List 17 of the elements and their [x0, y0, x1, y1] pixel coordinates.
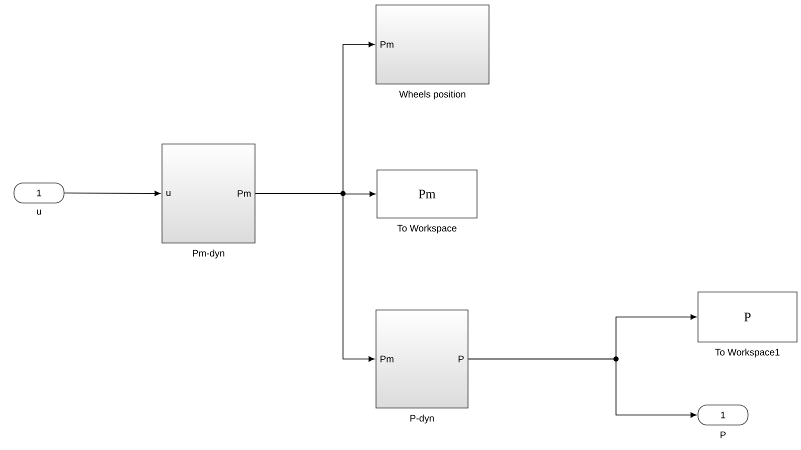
- workspace-block: P To Workspace1: [698, 292, 798, 358]
- node-label: Pm-dyn: [192, 250, 224, 258]
- signal-arrow: [64, 190, 161, 196]
- signal-arrow: [468, 358, 697, 418]
- signal-arrow: [255, 193, 375, 362]
- workspace-block: Pm To Workspace: [376, 170, 478, 234]
- node-label: Wheels position: [399, 90, 466, 100]
- subsystem-block: Pm Wheels position: [376, 4, 490, 100]
- port-block: 1 P: [698, 404, 748, 438]
- subsystem-block: u Pm Pm-dyn: [162, 144, 256, 258]
- port-block: 1 u: [14, 182, 64, 215]
- node-label: P-dyn: [410, 414, 434, 424]
- node-label: u: [36, 210, 42, 215]
- node-label: P: [720, 432, 726, 438]
- node-label: To Workspace: [397, 224, 456, 234]
- node-label: To Workspace1: [715, 348, 780, 358]
- subsystem-block: Pm P P-dyn: [376, 310, 468, 424]
